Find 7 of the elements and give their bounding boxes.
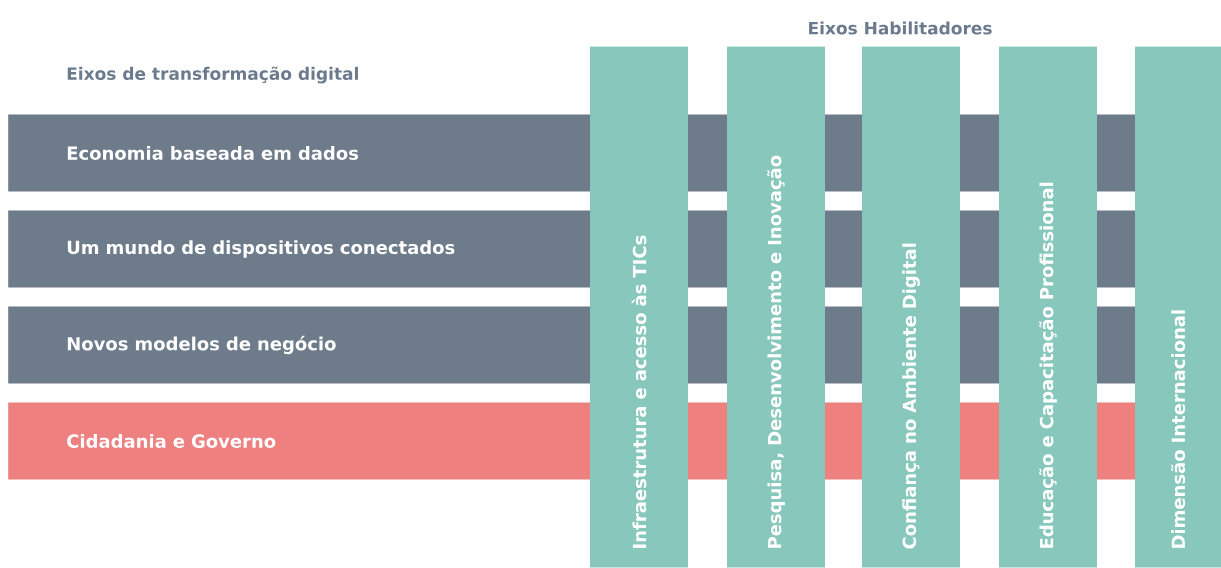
heading: Eixos Habilitadores (809, 21, 992, 35)
enabler-column: Dimensão Internacional (1135, 46, 1221, 568)
enabler-column: Confiança no Ambiente Digital (862, 46, 960, 568)
enabler-column: Educação e Capacitação Profissional (999, 46, 1097, 568)
enabler-column: Pesquisa, Desenvolvimento e Inovação (727, 46, 825, 568)
heading: Eixos de transformação digital (67, 66, 358, 84)
enabler-column: Infraestrutura e acesso às TICs (590, 46, 688, 568)
